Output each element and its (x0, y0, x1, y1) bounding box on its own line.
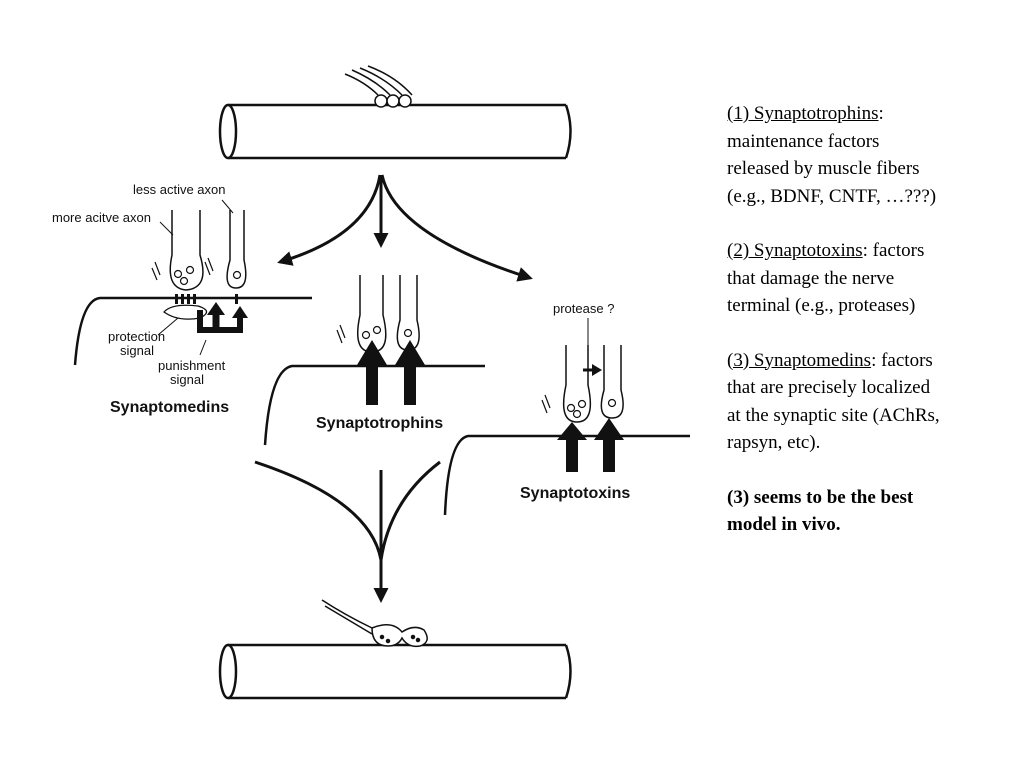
label-synaptotrophins: Synaptotrophins (316, 415, 443, 432)
label-synaptomedins: Synaptomedins (110, 399, 229, 416)
label-more-active-axon: more acitve axon (52, 210, 151, 225)
top-muscle-fiber (218, 103, 572, 160)
item-synaptotoxins-body: : factors that damage the nerve terminal… (727, 240, 925, 316)
convergent-arrows (254, 460, 441, 603)
synaptotoxins-panel (443, 318, 690, 516)
label-punishment-signal-line1: punishment (158, 358, 226, 373)
synaptotrophins-panel (263, 275, 485, 446)
item-synaptomedins-title: (3) Synaptomedins (727, 349, 872, 371)
divergent-arrows (277, 174, 533, 282)
bottom-single-axon (321, 599, 428, 648)
synaptomedins-panel (73, 199, 312, 366)
conclusion: (3) seems to be the best model in vivo. (727, 486, 914, 536)
item-synaptotoxins: (2) Synaptotoxins: factors that damage t… (727, 237, 942, 320)
item-synaptotrophins-title: (1) Synaptotrophins (727, 103, 879, 124)
label-protease: protease ? (553, 301, 614, 316)
item-synaptomedins: (3) Synaptomedins: factors that are prec… (727, 347, 942, 457)
label-less-active-axon: less active axon (133, 182, 226, 197)
bottom-muscle-fiber (218, 643, 572, 700)
item-synaptotoxins-title: (2) Synaptotoxins (727, 240, 863, 261)
label-protection-signal-line2: signal (120, 343, 154, 358)
label-protection-signal-line1: protection (108, 329, 165, 344)
item-synaptomedins-body: : factors that are precisely localized a… (727, 349, 940, 454)
explanation-text: (1) Synaptotrophins: maintenance factors… (727, 100, 942, 539)
label-punishment-signal-line2: signal (170, 372, 204, 387)
label-synaptotoxins: Synaptotoxins (520, 485, 630, 502)
top-multiple-axons (344, 65, 413, 108)
item-synaptotrophins: (1) Synaptotrophins: maintenance factors… (727, 100, 942, 210)
item-synaptotrophins-body: : maintenance factors released by muscle… (727, 103, 937, 207)
